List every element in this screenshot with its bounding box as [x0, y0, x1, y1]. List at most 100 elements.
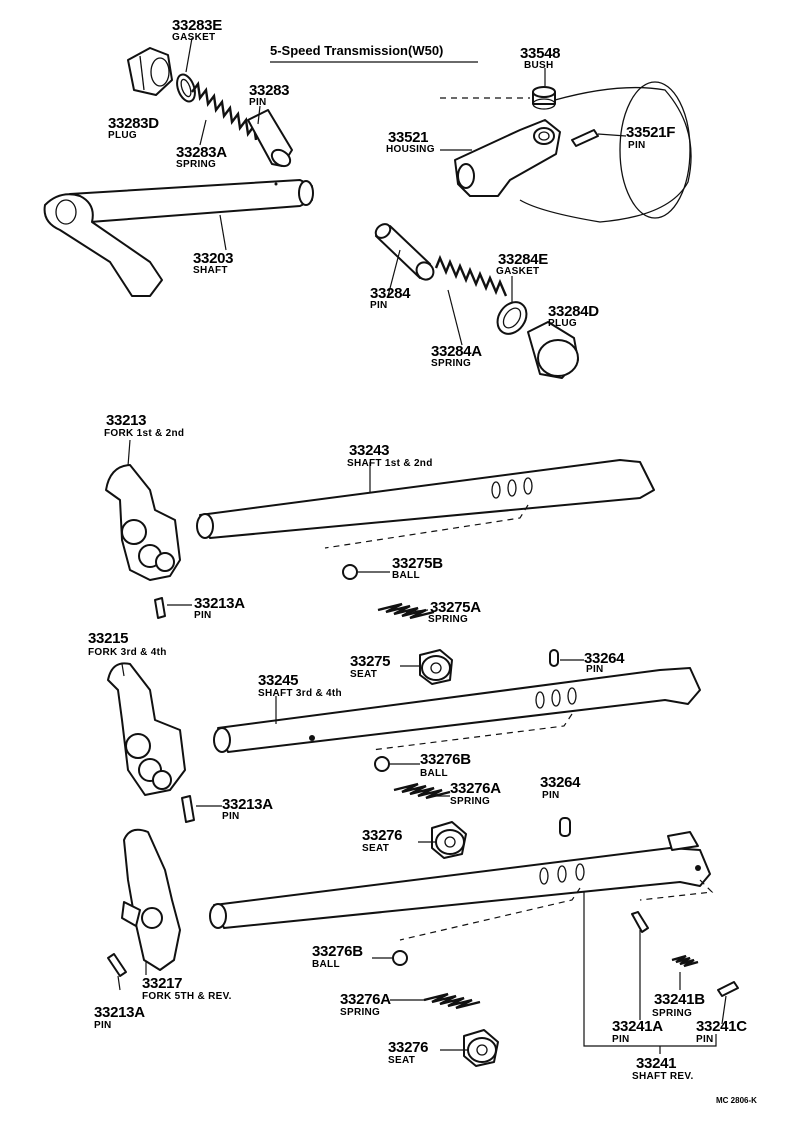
svg-text:33276: 33276 [388, 1039, 428, 1056]
svg-text:33275: 33275 [350, 653, 390, 670]
svg-text:BUSH: BUSH [524, 60, 554, 71]
svg-text:BALL: BALL [420, 768, 448, 779]
svg-text:33241: 33241 [636, 1055, 676, 1072]
svg-text:SPRING: SPRING [340, 1007, 380, 1018]
svg-text:33283: 33283 [249, 82, 289, 99]
svg-text:FORK 1st & 2nd: FORK 1st & 2nd [104, 428, 184, 439]
svg-text:SPRING: SPRING [176, 159, 216, 170]
svg-text:33241B: 33241B [654, 991, 705, 1008]
svg-text:BALL: BALL [392, 570, 420, 581]
svg-text:SPRING: SPRING [431, 358, 471, 369]
shaft-33243-drawing [196, 459, 655, 539]
svg-text:PIN: PIN [696, 1034, 714, 1045]
ball-33276b-2-drawing [392, 950, 408, 966]
svg-text:PIN: PIN [94, 1020, 112, 1031]
svg-text:33217: 33217 [142, 975, 182, 992]
pin-33264-2-drawing [559, 817, 571, 837]
spring-33276a-2-drawing [423, 992, 481, 1010]
svg-text:GASKET: GASKET [496, 266, 539, 277]
svg-text:SEAT: SEAT [362, 843, 389, 854]
svg-text:SPRING: SPRING [428, 614, 468, 625]
pin-33521f-drawing [571, 129, 599, 147]
diagram-title: 5-Speed Transmission(W50) [270, 43, 443, 58]
spring-33284a-drawing [434, 254, 508, 297]
svg-text:PIN: PIN [249, 97, 267, 108]
fork-33217-drawing [121, 828, 181, 971]
svg-text:33283E: 33283E [172, 17, 222, 34]
fork-33215-drawing [107, 662, 186, 796]
svg-text:33283D: 33283D [108, 115, 159, 132]
spring-33276a-1-drawing [393, 782, 451, 800]
seat-33275-drawing [419, 649, 453, 685]
svg-text:33243: 33243 [349, 442, 389, 459]
pin-33264-1-drawing [549, 649, 559, 667]
svg-text:PIN: PIN [222, 811, 240, 822]
svg-text:FORK 5TH & REV.: FORK 5TH & REV. [142, 991, 232, 1002]
svg-text:33245: 33245 [258, 672, 298, 689]
pin-33241c-drawing [717, 981, 739, 997]
svg-text:33264: 33264 [540, 774, 581, 791]
svg-text:33283A: 33283A [176, 144, 227, 161]
svg-text:33276: 33276 [362, 827, 402, 844]
shaft-33245-drawing [213, 667, 701, 753]
catalog-code: MC 2806-K [716, 1096, 757, 1105]
svg-text:SHAFT 1st & 2nd: SHAFT 1st & 2nd [347, 458, 433, 469]
pin-33213a-3-drawing [107, 953, 127, 977]
svg-text:GASKET: GASKET [172, 32, 215, 43]
svg-text:SHAFT REV.: SHAFT REV. [632, 1071, 694, 1082]
shaft-33241-drawing [209, 831, 711, 929]
svg-text:BALL: BALL [312, 959, 340, 970]
pin-33213a-1-drawing [154, 597, 166, 619]
svg-text:PIN: PIN [370, 300, 388, 311]
housing-33521-drawing [454, 81, 692, 223]
svg-text:33264: 33264 [584, 650, 625, 667]
svg-text:PIN: PIN [194, 610, 212, 621]
svg-text:33276A: 33276A [450, 780, 501, 797]
svg-text:33521: 33521 [388, 129, 428, 146]
svg-text:33213: 33213 [106, 412, 146, 429]
svg-text:33276A: 33276A [340, 991, 391, 1008]
svg-text:33213A: 33213A [222, 796, 273, 813]
svg-text:33276B: 33276B [312, 943, 363, 960]
svg-text:PIN: PIN [612, 1034, 630, 1045]
leader-lines [117, 37, 727, 1054]
svg-text:33284E: 33284E [498, 251, 548, 268]
svg-text:33213A: 33213A [194, 595, 245, 612]
svg-text:33276B: 33276B [420, 751, 471, 768]
svg-text:33241A: 33241A [612, 1018, 663, 1035]
svg-text:33284D: 33284D [548, 303, 599, 320]
svg-text:SEAT: SEAT [350, 669, 377, 680]
spring-33283a-drawing [191, 80, 258, 141]
svg-text:33275B: 33275B [392, 555, 443, 572]
svg-text:SEAT: SEAT [388, 1055, 415, 1066]
svg-text:SHAFT: SHAFT [193, 265, 228, 276]
fork-33213-drawing [105, 464, 181, 581]
spring-33275a-drawing [377, 602, 435, 620]
ball-33276b-1-drawing [374, 756, 390, 772]
